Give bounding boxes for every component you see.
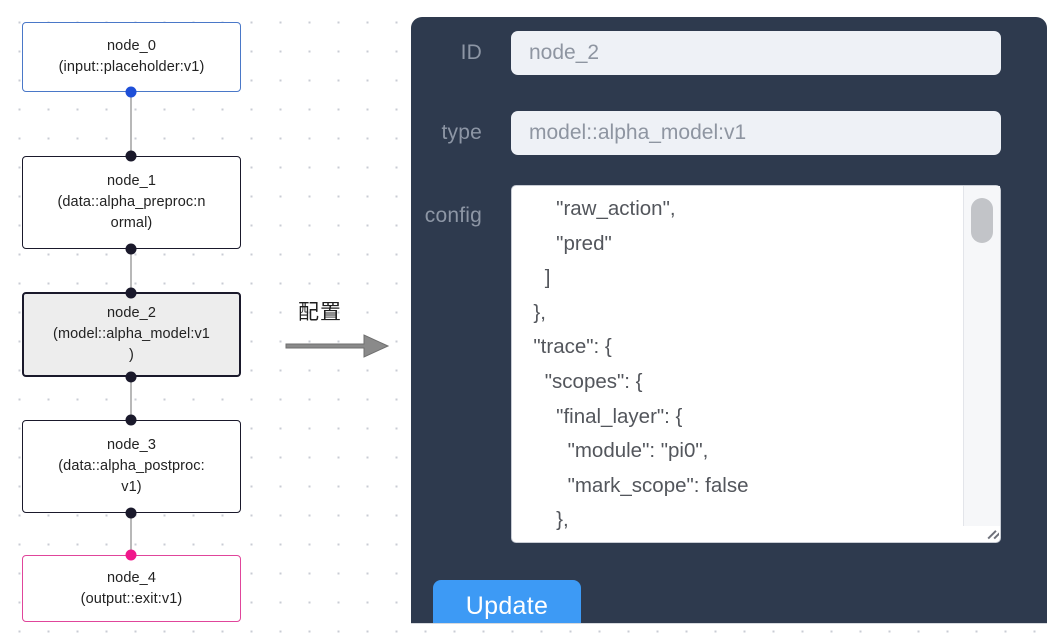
edge-node2-node3 xyxy=(130,377,133,421)
node-handle-node_4-top[interactable] xyxy=(125,549,137,561)
node-handle-node_2-bottom[interactable] xyxy=(125,371,137,383)
flow-node-node_2[interactable]: node_2 (model::alpha_model:v1 ) xyxy=(22,292,241,377)
node-handle-node_1-bottom[interactable] xyxy=(125,243,137,255)
id-input[interactable] xyxy=(511,31,1001,75)
resize-handle-icon[interactable] xyxy=(977,519,999,541)
edge-node0-node1 xyxy=(130,92,133,156)
node-config-panel: ID type config "raw_action", "pred" ] },… xyxy=(411,17,1047,624)
flow-node-label: node_2 (model::alpha_model:v1 ) xyxy=(53,305,210,363)
flow-node-label: node_0 (input::placeholder:v1) xyxy=(58,38,205,75)
annotation-arrow-label: 配置 xyxy=(298,300,342,324)
annotation-arrow-group: 配置 xyxy=(284,296,394,362)
flow-node-node_3[interactable]: node_3 (data::alpha_postproc: v1) xyxy=(22,420,241,513)
config-scrollbar-thumb[interactable] xyxy=(971,198,993,243)
type-field-row: type xyxy=(411,111,1047,155)
edge-node1-node2 xyxy=(130,249,133,293)
node-handle-node_0-bottom[interactable] xyxy=(125,86,137,98)
flow-node-node_4[interactable]: node_4 (output::exit:v1) xyxy=(22,555,241,622)
flow-node-node_1[interactable]: node_1 (data::alpha_preproc:n ormal) xyxy=(22,156,241,249)
flow-node-label: node_1 (data::alpha_preproc:n ormal) xyxy=(57,173,206,231)
type-input[interactable] xyxy=(511,111,1001,155)
type-field-label: type xyxy=(441,121,482,144)
config-textarea[interactable]: "raw_action", "pred" ] }, "trace": { "sc… xyxy=(511,185,1001,543)
right-arrow-icon xyxy=(285,334,390,358)
node-handle-node_2-top[interactable] xyxy=(125,287,137,299)
config-field-label: config xyxy=(424,204,482,227)
config-field-row: config "raw_action", "pred" ] }, "trace"… xyxy=(411,185,1047,543)
update-button[interactable]: Update xyxy=(433,580,581,624)
edge-node3-node4 xyxy=(130,513,133,555)
flow-node-label: node_4 (output::exit:v1) xyxy=(80,569,183,607)
config-textarea-wrapper: "raw_action", "pred" ] }, "trace": { "sc… xyxy=(511,185,1001,543)
node-handle-node_1-top[interactable] xyxy=(125,150,137,162)
id-field-label: ID xyxy=(460,41,482,64)
panel-bottom-divider xyxy=(411,623,1047,624)
flow-node-node_0[interactable]: node_0 (input::placeholder:v1) xyxy=(22,22,241,92)
config-scrollbar-track[interactable] xyxy=(963,186,1000,526)
flow-node-label: node_3 (data::alpha_postproc: v1) xyxy=(58,437,205,495)
id-field-row: ID xyxy=(411,31,1047,75)
node-handle-node_3-top[interactable] xyxy=(125,414,137,426)
node-handle-node_3-bottom[interactable] xyxy=(125,507,137,519)
